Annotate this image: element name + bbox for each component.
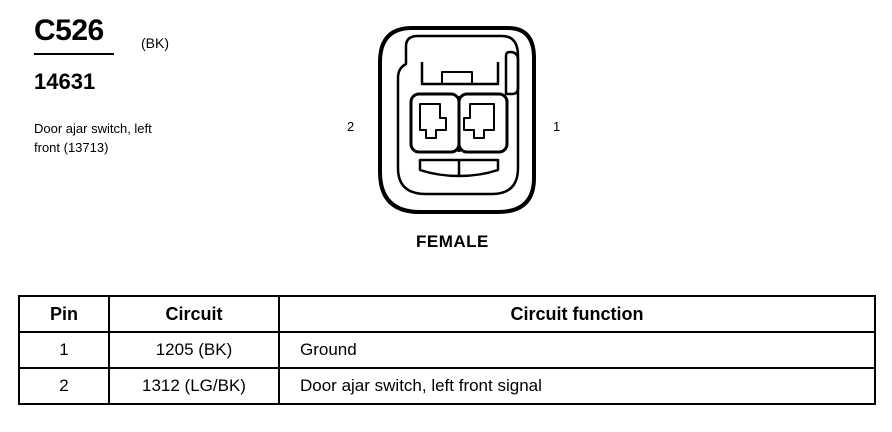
connector-gender: FEMALE — [416, 232, 489, 251]
terminal-cavity-1 — [457, 92, 509, 154]
header-circuit-function: Circuit function — [278, 295, 876, 333]
pin-2-label: 2 — [347, 119, 355, 134]
connector-outer-housing — [378, 26, 536, 214]
circuit-function-cell: Ground — [278, 331, 876, 369]
connector-face-diagram — [378, 26, 536, 214]
connector-description: Door ajar switch, left front (13713) — [34, 119, 204, 157]
pinout-table: Pin Circuit Circuit function 1 1205 (BK)… — [18, 295, 876, 405]
table-row: 2 1312 (LG/BK) Door ajar switch, left fr… — [18, 367, 876, 405]
pin-cell: 1 — [18, 331, 110, 369]
table-header-row: Pin Circuit Circuit function — [18, 295, 876, 333]
terminal-cavity-2 — [409, 92, 461, 154]
part-number: 14631 — [34, 69, 96, 94]
terminal-2-contact — [419, 103, 447, 139]
connector-color: (BK) — [141, 35, 169, 51]
header-pin: Pin — [18, 295, 110, 333]
pin-cell: 2 — [18, 367, 110, 405]
connector-id-underline — [34, 53, 114, 55]
description-line-1: Door ajar switch, left — [34, 121, 152, 136]
circuit-cell: 1312 (LG/BK) — [108, 367, 280, 405]
terminal-1-contact — [463, 103, 495, 139]
header-circuit: Circuit — [108, 295, 280, 333]
connector-inner-shell — [396, 34, 520, 196]
latch-tab — [441, 71, 473, 85]
circuit-cell: 1205 (BK) — [108, 331, 280, 369]
locking-latch — [504, 50, 520, 96]
table-row: 1 1205 (BK) Ground — [18, 331, 876, 369]
circuit-function-cell: Door ajar switch, left front signal — [278, 367, 876, 405]
pin-1-label: 1 — [553, 119, 561, 134]
description-line-2: front (13713) — [34, 140, 109, 155]
connector-id: C526 — [34, 14, 104, 47]
